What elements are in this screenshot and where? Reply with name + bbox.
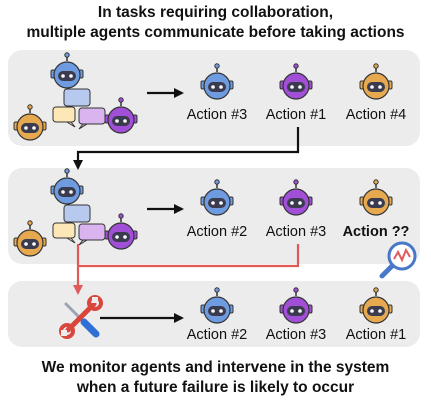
connector-arrow-row1-to-row2 bbox=[73, 127, 300, 170]
robot-agent-icon-orange-row1 bbox=[13, 104, 47, 141]
row2-action-2: Action #3 bbox=[266, 224, 326, 240]
robot-agent-icon-orange-action-row1 bbox=[359, 63, 393, 100]
chat-bubble-purple-row2 bbox=[78, 223, 106, 246]
wrench-screwdriver-icon bbox=[59, 295, 103, 339]
row2-action-1: Action #2 bbox=[187, 224, 247, 240]
chat-bubble-orange-row1 bbox=[52, 106, 76, 128]
row1-action-1: Action #3 bbox=[187, 107, 247, 123]
robot-agent-icon-blue-row1 bbox=[50, 52, 84, 89]
chat-bubble-purple-row1 bbox=[78, 107, 106, 130]
row3-action-1: Action #2 bbox=[187, 327, 247, 343]
robot-agent-icon-purple-action-row3 bbox=[279, 287, 313, 324]
row1-action-3: Action #4 bbox=[346, 107, 406, 123]
agents-layer bbox=[13, 52, 393, 324]
red-intervention-line bbox=[78, 244, 300, 268]
magnifier-chart-icon bbox=[379, 241, 417, 279]
robot-agent-icon-purple-row1 bbox=[104, 97, 138, 134]
row3-action-3: Action #1 bbox=[346, 327, 406, 343]
bottom-caption: We monitor agents and intervene in the s… bbox=[0, 358, 431, 398]
robot-agent-icon-orange-action-row2 bbox=[359, 179, 393, 216]
robot-agent-icon-purple-row2 bbox=[104, 213, 138, 250]
row3-action-2: Action #3 bbox=[266, 327, 326, 343]
chat-bubble-orange-row2 bbox=[52, 222, 76, 244]
row2-action-3-unknown: Action ?? bbox=[343, 224, 410, 240]
robot-agent-icon-blue-action-row1 bbox=[200, 63, 234, 100]
top-caption-line-2: multiple agents communicate before takin… bbox=[26, 24, 405, 41]
robot-agent-icon-blue-row2 bbox=[50, 168, 84, 205]
top-caption-line-1: In tasks requiring collaboration, bbox=[97, 4, 334, 21]
robot-agent-icon-orange-row2 bbox=[13, 220, 47, 257]
robot-agent-icon-blue-action-row2 bbox=[200, 179, 234, 216]
robot-agent-icon-orange-action-row3 bbox=[359, 287, 393, 324]
robot-agent-icon-purple-action-row2 bbox=[279, 179, 313, 216]
robot-agent-icon-blue-action-row3 bbox=[200, 287, 234, 324]
top-caption: In tasks requiring collaboration, multip… bbox=[0, 3, 431, 43]
robot-agent-icon-purple-action-row1 bbox=[279, 63, 313, 100]
row1-action-2: Action #1 bbox=[266, 107, 326, 123]
bottom-caption-line-1: We monitor agents and intervene in the s… bbox=[41, 359, 390, 376]
bottom-caption-line-2: when a future failure is likely to occur bbox=[76, 379, 355, 396]
